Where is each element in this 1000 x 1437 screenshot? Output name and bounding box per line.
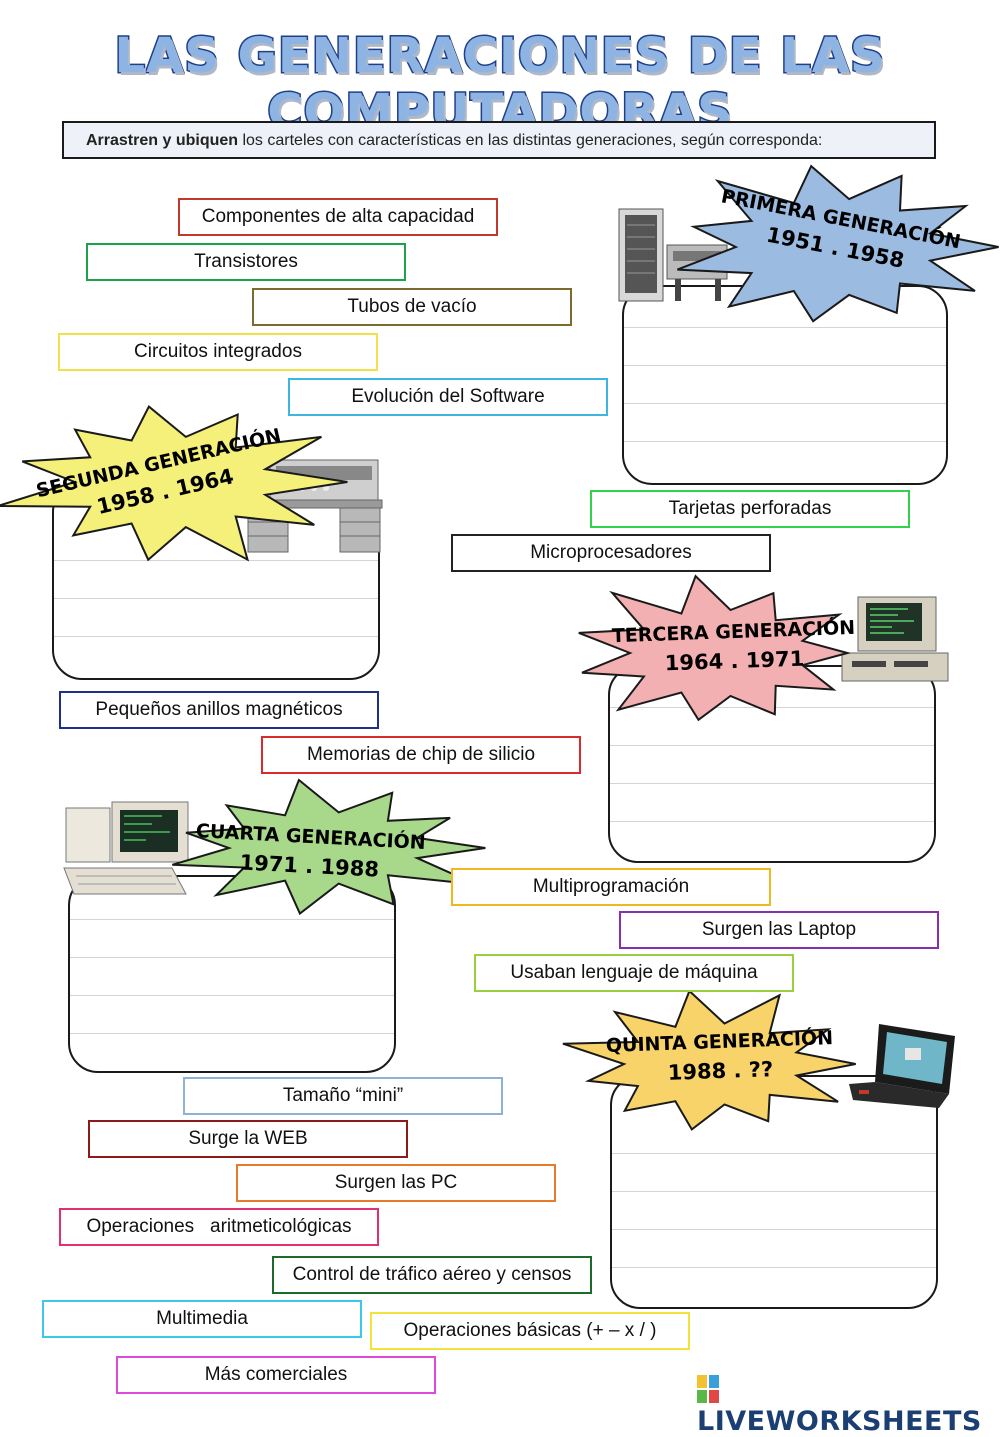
card-text: Tamaño “mini” (282, 1085, 404, 1106)
draggable-card[interactable]: Operaciones básicas (+ – x / ) (370, 1312, 690, 1350)
terminal-computer-icon (841, 596, 949, 682)
draggable-card[interactable]: Surgen las PC (236, 1164, 556, 1202)
card-text: Más comerciales (204, 1364, 348, 1385)
draggable-card[interactable]: Circuitos integrados (58, 333, 378, 371)
personal-computer-icon (63, 801, 189, 895)
burst-cuarta (172, 778, 486, 916)
card-text: Surge la WEB (188, 1128, 308, 1149)
draggable-card[interactable]: Surgen las Laptop (619, 911, 939, 949)
draggable-card[interactable]: Tubos de vacío (252, 288, 572, 326)
card-text: Circuitos integrados (134, 341, 302, 362)
liveworksheets-logo: LIVEWORKSHEETS (697, 1375, 1000, 1437)
card-text: Tarjetas perforadas (668, 498, 832, 519)
page-title: LAS GENERACIONES DE LAS COMPUTADORAS (113, 27, 886, 142)
burst-quinta (562, 989, 856, 1131)
draggable-card[interactable]: Multimedia (42, 1300, 362, 1338)
draggable-card[interactable]: Usaban lenguaje de máquina (474, 954, 794, 992)
draggable-card[interactable]: Memorias de chip de silicio (261, 736, 581, 774)
burst-primera (677, 164, 999, 323)
card-text: Multimedia (156, 1308, 248, 1329)
card-text: Evolución del Software (351, 386, 545, 407)
draggable-card[interactable]: Más comerciales (116, 1356, 436, 1394)
draggable-card[interactable]: Microprocesadores (451, 534, 771, 572)
instructions-box: Arrastren y ubiquen los carteles con car… (62, 121, 936, 159)
card-text: Multiprogramación (532, 876, 690, 897)
instructions-text: los carteles con características en las … (238, 132, 823, 149)
laptop-icon (849, 1024, 955, 1108)
answer-box-primera[interactable] (622, 285, 948, 485)
liveworksheets-icon (697, 1375, 719, 1403)
card-text: Componentes de alta capacidad (201, 206, 475, 227)
card-text: Memorias de chip de silicio (306, 744, 536, 765)
instructions-bold: Arrastren y ubiquen (86, 132, 239, 149)
burst-segunda (0, 405, 348, 562)
answer-box-quinta[interactable] (610, 1075, 938, 1309)
draggable-card[interactable]: Componentes de alta capacidad (178, 198, 498, 236)
card-text: Microprocesadores (530, 542, 692, 563)
draggable-card[interactable]: Evolución del Software (288, 378, 608, 416)
card-text: Surgen las Laptop (701, 919, 857, 940)
mainframe-computer-icon (618, 208, 728, 302)
draggable-card[interactable]: Pequeños anillos magnéticos (59, 691, 379, 729)
card-text: Operaciones básicas (+ – x / ) (403, 1320, 657, 1341)
draggable-card[interactable]: Surge la WEB (88, 1120, 408, 1158)
card-text: Control de tráfico aéreo y censos (292, 1264, 572, 1285)
card-text: Tubos de vacío (347, 296, 477, 317)
generation-label-tercera: TERCERA GENERACIÓN 1964 . 1971 (595, 616, 873, 678)
card-text: Transistores (194, 251, 298, 272)
draggable-card[interactable]: Tarjetas perforadas (590, 490, 910, 528)
card-text: Usaban lenguaje de máquina (510, 962, 758, 983)
card-text: Operaciones aritmeticológicas (86, 1216, 352, 1237)
draggable-card[interactable]: Control de tráfico aéreo y censos (272, 1256, 592, 1294)
card-text: Pequeños anillos magnéticos (95, 699, 343, 720)
burst-tercera (578, 574, 852, 722)
draggable-card[interactable]: Tamaño “mini” (183, 1077, 503, 1115)
answer-box-cuarta[interactable] (68, 875, 396, 1073)
card-text: Surgen las PC (334, 1172, 458, 1193)
draggable-card[interactable]: Operaciones aritmeticológicas (59, 1208, 379, 1246)
generation-label-quinta: QUINTA GENERACIÓN 1988 . ?? (579, 1026, 861, 1088)
draggable-card[interactable]: Transistores (86, 243, 406, 281)
draggable-card[interactable]: Multiprogramación (451, 868, 771, 906)
brand-text: LIVEWORKSHEETS (697, 1406, 982, 1437)
